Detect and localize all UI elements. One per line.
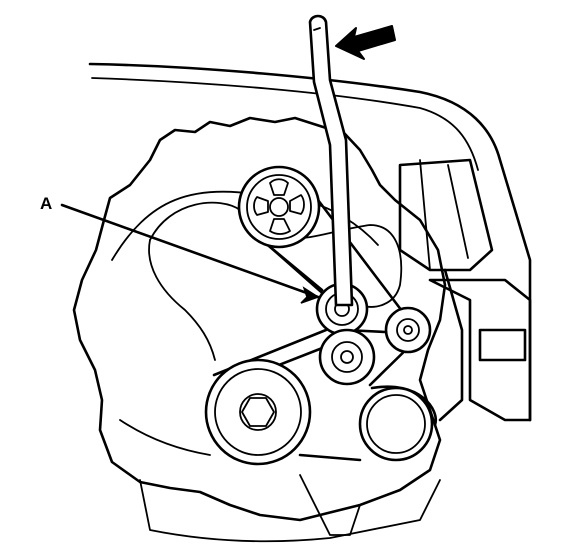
wrench-handle	[308, 14, 354, 307]
idler-pulley-lower	[318, 328, 376, 386]
callout-label-a: A	[40, 194, 53, 213]
bold-left-arrow-icon	[335, 25, 396, 60]
chassis-right	[398, 158, 532, 422]
accessory-pulley-lower-right	[358, 386, 434, 462]
hood-outline	[88, 62, 532, 422]
idler-pulley-right	[384, 306, 432, 354]
crankshaft-pulley	[204, 358, 312, 466]
callout-leader-a	[60, 203, 320, 304]
idler-pulley-top	[237, 165, 321, 249]
